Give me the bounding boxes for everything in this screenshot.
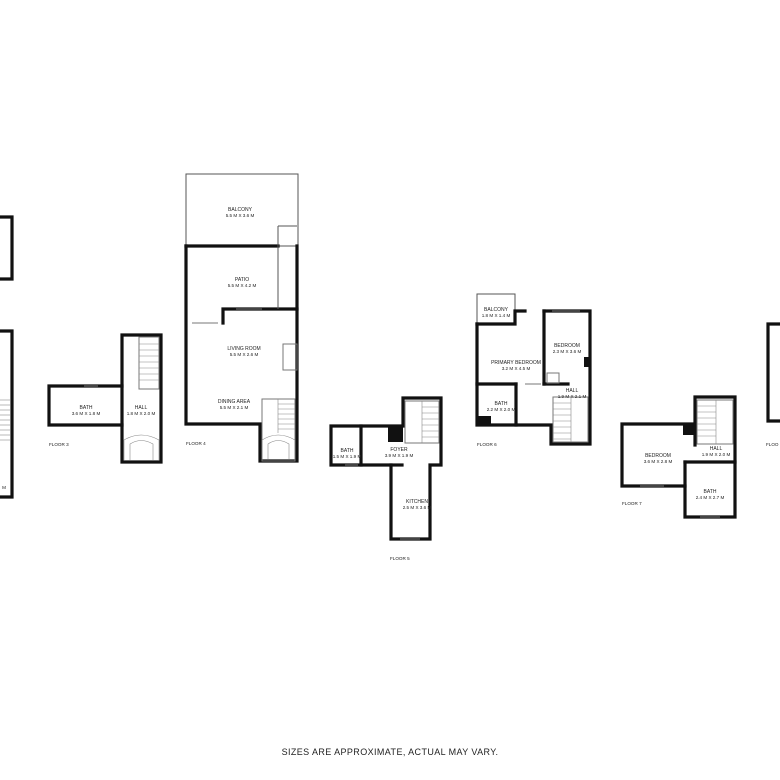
room-dimensions: 3.9 M X 1.9 M (385, 453, 414, 458)
floor-7-room-hall: HALL 1.9 M X 2.0 M (702, 446, 731, 457)
room-dimensions: 2.4 M X 2.7 M (696, 495, 725, 500)
floor-4-room-dining-area: DINING AREA 5.5 M X 2.1 M (218, 399, 251, 410)
floor-4-label: FLOOR 4 (186, 441, 206, 446)
room-name: BATH (80, 405, 93, 411)
floor-6-room-balcony: BALCONY 1.8 M X 1.4 M (482, 307, 511, 318)
floor-4-room-patio: PATIO 5.5 M X 4.2 M (228, 277, 257, 288)
floor-5-label: FLOOR 5 (390, 556, 410, 561)
room-dimensions: 3.6 M X 2.8 M (644, 459, 673, 464)
room-name: PATIO (235, 277, 249, 283)
room-dimensions: 5.5 M X 4.2 M (228, 283, 257, 288)
room-name: FOYER (390, 447, 408, 453)
floor-7-plan: BEDROOM 3.6 M X 2.8 M HALL 1.9 M X 2.0 M… (620, 395, 737, 519)
floor-5-room-bath: BATH 1.5 M X 1.9 M (333, 448, 362, 459)
room-dimensions: 5.5 M X 2.1 M (220, 405, 249, 410)
room-dimensions: 2.3 M X 3.6 M (553, 349, 582, 354)
partial-left-dims: M (2, 485, 6, 490)
room-name: BEDROOM (554, 343, 580, 349)
floor-6-room-bath: BATH 2.2 M X 2.0 M (487, 401, 516, 412)
floor-6-room-bedroom: BEDROOM 2.3 M X 3.6 M (553, 343, 582, 354)
disclaimer-text: SIZES ARE APPROXIMATE, ACTUAL MAY VARY. (281, 747, 499, 757)
room-dimensions: 5.5 M X 2.6 M (230, 352, 259, 357)
room-name: BATH (704, 489, 717, 495)
room-dimensions: 3.6 M X 1.8 M (72, 411, 101, 416)
room-name: BATH (495, 401, 508, 407)
room-name: HALL (710, 446, 723, 452)
room-name: BALCONY (228, 207, 253, 213)
room-dimensions: 1.9 M X 2.0 M (702, 452, 731, 457)
floor-7-label: FLOOR 7 (622, 501, 642, 506)
partial-floor-left: M (0, 215, 14, 499)
room-dimensions: 2.5 M X 3.6 M (403, 505, 432, 510)
room-name: PRIMARY BEDROOM (491, 360, 541, 366)
floor-7-room-bath: BATH 2.4 M X 2.7 M (696, 489, 725, 500)
partial-floor-right: FLOO (766, 322, 780, 447)
room-dimensions: 2.2 M X 2.0 M (487, 407, 516, 412)
room-name: BATH (341, 448, 354, 454)
floor-5-plan: BATH 1.5 M X 1.9 M FOYER 3.9 M X 1.9 M K… (329, 396, 443, 561)
floor-7-room-bedroom: BEDROOM 3.6 M X 2.8 M (644, 453, 673, 464)
floor-3-label: FLOOR 3 (49, 442, 69, 447)
floor-5-room-kitchen: KITCHEN 2.5 M X 3.6 M (403, 499, 432, 510)
floor-5-room-foyer: FOYER 3.9 M X 1.9 M (385, 447, 414, 458)
room-dimensions: 1.5 M X 1.9 M (333, 454, 362, 459)
room-name: HALL (135, 405, 148, 411)
floor-6-plan: BALCONY 1.8 M X 1.4 M PRIMARY BEDROOM 3.… (475, 293, 592, 447)
room-name: BEDROOM (645, 453, 671, 459)
floor-6-label: FLOOR 6 (477, 442, 497, 447)
room-dimensions: 1.9 M X 2.1 M (558, 394, 587, 399)
floor-6-room-hall: HALL 1.9 M X 2.1 M (558, 388, 587, 399)
partial-right-label: FLOO (766, 442, 779, 447)
room-dimensions: 1.8 M X 1.4 M (482, 313, 511, 318)
room-dimensions: 5.5 M X 3.6 M (226, 213, 255, 218)
floor-4-room-living-room: LIVING ROOM 5.5 M X 2.6 M (227, 346, 260, 357)
room-name: BALCONY (484, 307, 509, 313)
floor-3-plan: BATH 3.6 M X 1.8 M HALL 1.8 M X 2.0 M FL… (47, 333, 163, 464)
floor-4-room-balcony: BALCONY 5.5 M X 3.6 M (226, 207, 255, 218)
room-name: HALL (566, 388, 579, 394)
floor-6-room-primary-bedroom: PRIMARY BEDROOM 3.2 M X 4.5 M (491, 360, 541, 371)
floor-3-room-hall: HALL 1.8 M X 2.0 M (127, 405, 156, 416)
room-dimensions: 3.2 M X 4.5 M (502, 366, 531, 371)
room-dimensions: 1.8 M X 2.0 M (127, 411, 156, 416)
room-name: LIVING ROOM (227, 346, 260, 352)
floor-4-plan: BALCONY 5.5 M X 3.6 M PATIO 5.5 M X 4.2 … (184, 173, 299, 463)
room-name: DINING AREA (218, 399, 251, 405)
room-name: KITCHEN (406, 499, 428, 505)
floor-3-room-bath: BATH 3.6 M X 1.8 M (72, 405, 101, 416)
